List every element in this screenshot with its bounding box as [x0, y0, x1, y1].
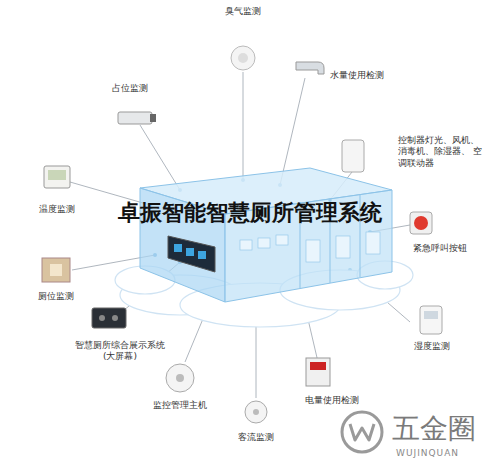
- sensor-label: 监控管理主机: [153, 400, 207, 411]
- diagram-title: 卓振智能智慧厕所管理系统: [118, 199, 382, 227]
- sensor-label: 温度监测: [39, 204, 75, 215]
- sensor-label: 紧急呼叫按钮: [413, 243, 467, 254]
- sensor-label: 占位监测: [112, 83, 148, 94]
- sensor-label: 厕位监测: [38, 291, 74, 302]
- sensor-label: 水量使用检测: [330, 70, 384, 81]
- sensor-label: 湿度监测: [414, 341, 450, 352]
- sensor-label: 电量使用检测: [305, 395, 359, 406]
- sensor-label: 控制器灯光、风机、 消毒机、除湿器、 空调联动器: [398, 135, 484, 169]
- sensor-label: 智慧厕所综合展示系统 (大屏幕): [68, 340, 172, 363]
- sensor-label: 客流监测: [238, 432, 274, 443]
- watermark: WUJINQUAN: [396, 449, 459, 459]
- sensor-label: 臭气监测: [225, 6, 261, 17]
- watermark: 五金圈: [392, 414, 476, 445]
